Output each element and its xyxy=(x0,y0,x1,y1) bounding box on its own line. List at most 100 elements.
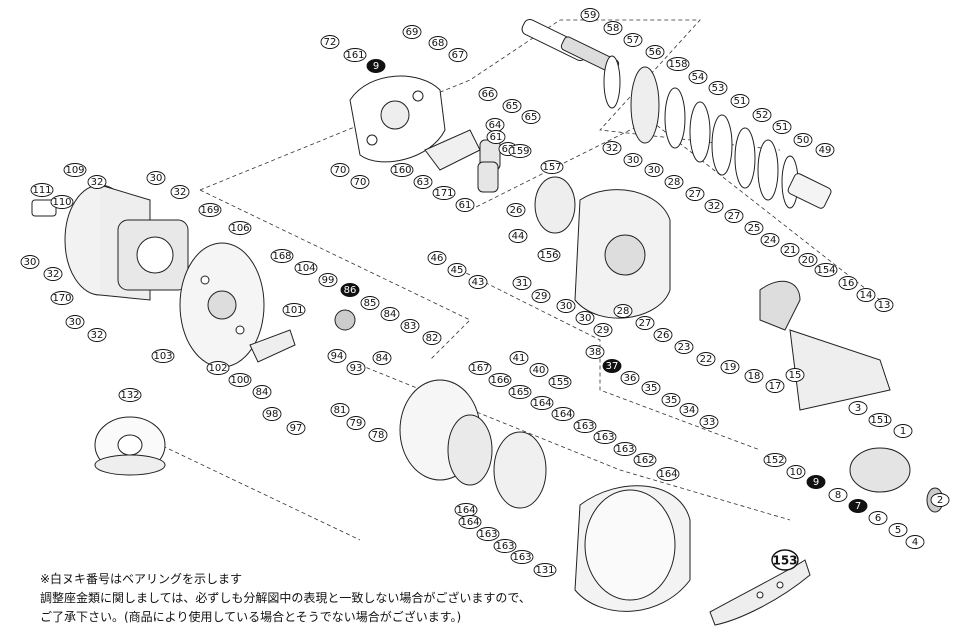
callout-number: 84 xyxy=(384,309,397,320)
part-callout: 45 xyxy=(447,263,467,277)
callout-number: 25 xyxy=(748,223,761,234)
part-callout: 157 xyxy=(540,160,564,174)
part-callout: 36 xyxy=(620,371,640,385)
callout-bubble xyxy=(428,36,448,50)
callout-number: 13 xyxy=(878,300,891,311)
callout-number: 99 xyxy=(322,275,335,286)
callout-bubble xyxy=(390,163,414,177)
callout-bubble xyxy=(146,171,166,185)
part-callout: 132 xyxy=(118,388,142,402)
callout-number: 26 xyxy=(657,330,670,341)
callout-number: 155 xyxy=(550,377,569,388)
part-callout: 33 xyxy=(699,415,719,429)
callout-bubble xyxy=(838,276,858,290)
callout-bubble xyxy=(537,248,561,262)
callout-bubble xyxy=(346,416,366,430)
callout-number: 66 xyxy=(482,89,495,100)
callout-bubble xyxy=(476,527,500,541)
part-callout: 26 xyxy=(506,203,526,217)
callout-bubble xyxy=(509,351,529,365)
part-callout: 170 xyxy=(50,291,74,305)
callout-number: 26 xyxy=(510,205,523,216)
part-callout: 63 xyxy=(413,175,433,189)
part-callout: 82 xyxy=(422,331,442,345)
part-callout: 106 xyxy=(228,221,252,235)
part-callout: 155 xyxy=(548,375,572,389)
callout-number: 5 xyxy=(895,525,901,536)
callout-number: 132 xyxy=(120,390,139,401)
callout-bubble xyxy=(508,229,528,243)
callout-number: 29 xyxy=(535,291,548,302)
callout-bubble xyxy=(699,415,719,429)
callout-bubble xyxy=(508,385,532,399)
part-callout: 61 xyxy=(455,198,475,212)
callout-number: 27 xyxy=(689,189,702,200)
callout-bubble xyxy=(602,141,622,155)
callout-bubble xyxy=(893,424,913,438)
part-callout: 83 xyxy=(400,319,420,333)
callout-bubble xyxy=(585,345,605,359)
part-callout: 32 xyxy=(602,141,622,155)
callout-bubble xyxy=(551,407,575,421)
callout-bubble xyxy=(930,493,950,507)
part-callout: 163 xyxy=(613,442,637,456)
callout-bubble xyxy=(874,298,894,312)
part-callout: 67 xyxy=(448,48,468,62)
callout-number: 30 xyxy=(150,173,163,184)
part-callout: 30 xyxy=(623,153,643,167)
callout-number: 9 xyxy=(373,61,379,72)
callout-bubble xyxy=(815,143,835,157)
callout-number: 131 xyxy=(535,565,554,576)
callout-number: 152 xyxy=(765,455,784,466)
callout-number: 164 xyxy=(460,517,479,528)
part-callout: 30 xyxy=(575,311,595,325)
part-callout: 72 xyxy=(320,35,340,49)
callout-bubble xyxy=(664,175,684,189)
part-callout: 14 xyxy=(856,288,876,302)
callout-number: 4 xyxy=(912,537,918,548)
part-callout: 6 xyxy=(868,511,888,525)
callout-number: 79 xyxy=(350,418,363,429)
callout-bubble xyxy=(413,175,433,189)
part-callout: 43 xyxy=(468,275,488,289)
callout-bubble xyxy=(685,187,705,201)
callout-bubble xyxy=(688,70,708,84)
callout-bubble xyxy=(786,465,806,479)
callout-bubble xyxy=(327,349,347,363)
callout-number: 156 xyxy=(539,250,558,261)
callout-number: 82 xyxy=(426,333,439,344)
callout-number: 151 xyxy=(870,415,889,426)
callout-number: 10 xyxy=(790,467,803,478)
part-callout: 79 xyxy=(346,416,366,430)
part-callout: 168 xyxy=(270,249,294,263)
callout-bubble xyxy=(540,160,564,174)
part-callout: 51 xyxy=(730,94,750,108)
part-callout: 156 xyxy=(537,248,561,262)
callout-bubble xyxy=(548,375,572,389)
part-callout: 160 xyxy=(390,163,414,177)
callout-number: 84 xyxy=(376,353,389,364)
part-callout: 19 xyxy=(720,360,740,374)
part-callout: 56 xyxy=(645,45,665,59)
callout-bubble xyxy=(521,110,541,124)
callout-number: 70 xyxy=(334,165,347,176)
callout-number: 110 xyxy=(52,197,71,208)
part-callout: 58 xyxy=(603,21,623,35)
callout-number: 81 xyxy=(334,405,347,416)
callout-bubble xyxy=(529,363,549,377)
callout-number: 6 xyxy=(875,513,881,524)
part-callout: 23 xyxy=(674,340,694,354)
callout-number: 35 xyxy=(665,395,678,406)
callout-bubble xyxy=(346,361,366,375)
callout-bubble xyxy=(772,120,792,134)
part-callout: 40 xyxy=(529,363,549,377)
callout-number: 57 xyxy=(627,35,640,46)
washer-note-line-2: ご了承下さい。(商品により使用している場合とそうでない場合がございます。) xyxy=(40,610,462,624)
callout-number: 30 xyxy=(579,313,592,324)
callout-number: 46 xyxy=(431,253,444,264)
part-callout: 26 xyxy=(653,328,673,342)
callout-bubble xyxy=(330,163,350,177)
callout-bubble xyxy=(468,361,492,375)
bearing-callout: 37 xyxy=(602,359,622,373)
callout-bubble xyxy=(87,175,107,189)
